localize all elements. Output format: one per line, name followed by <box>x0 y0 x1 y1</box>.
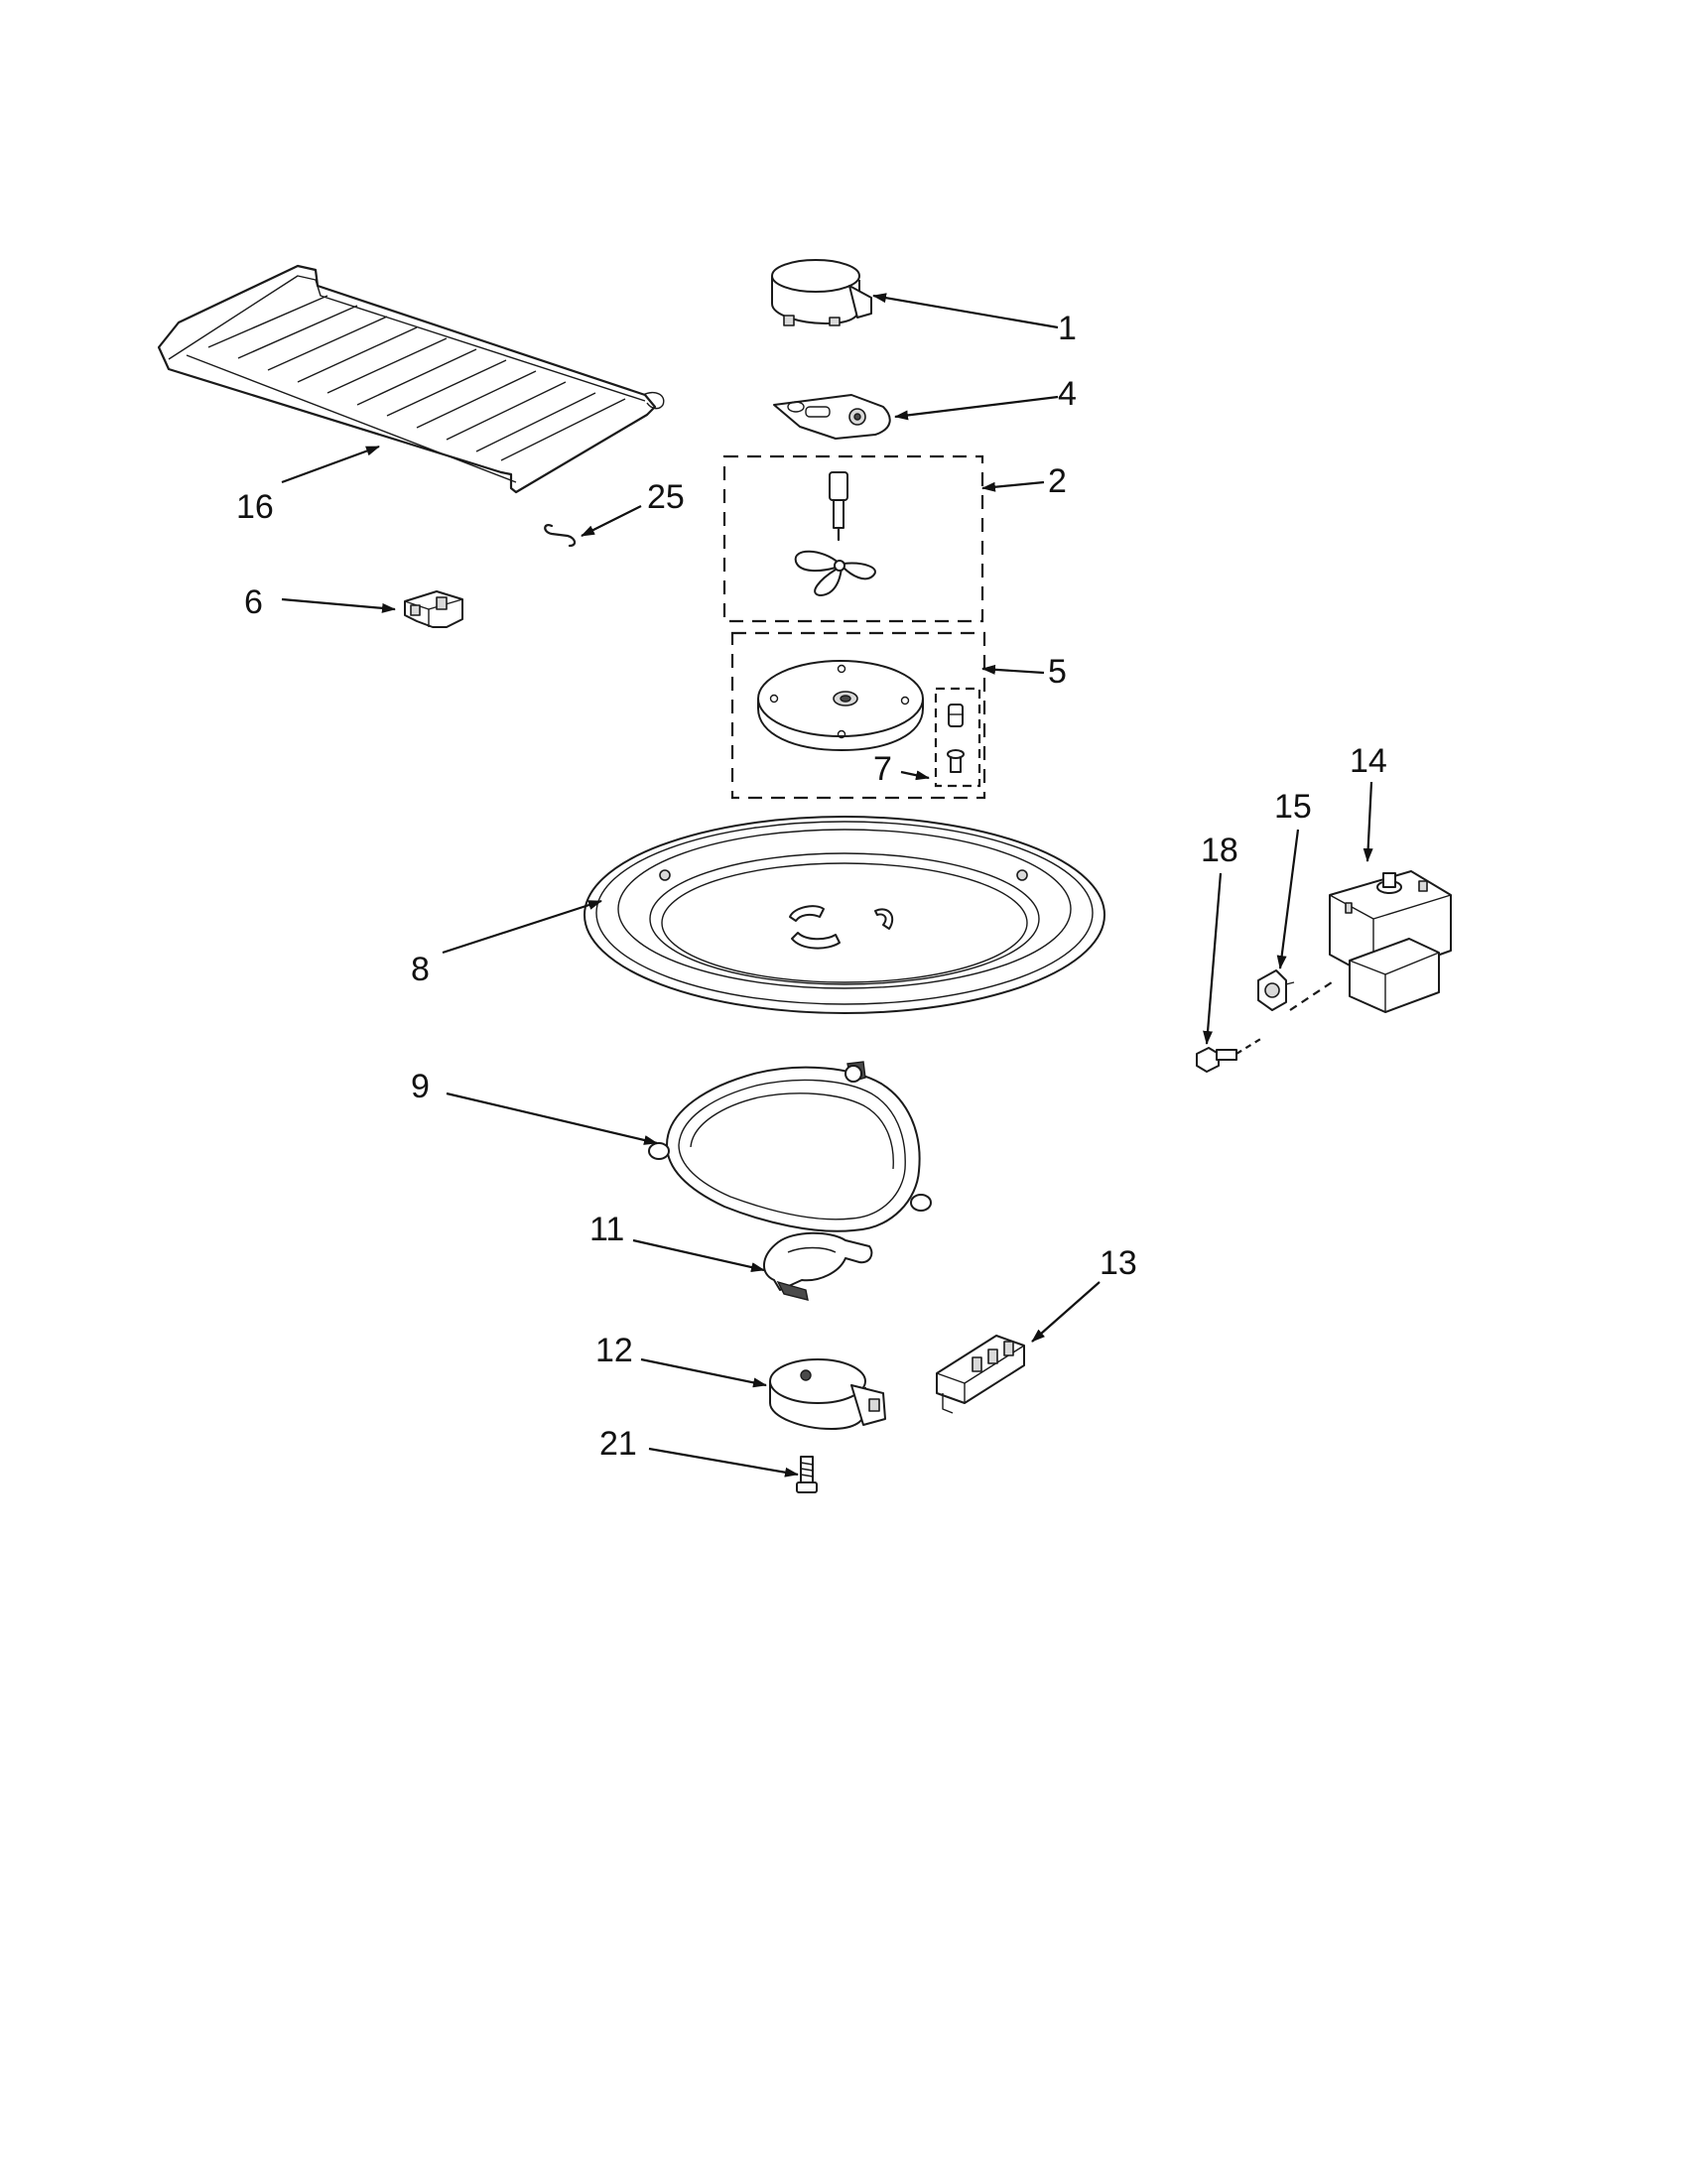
magnetron-part <box>1329 870 1452 1013</box>
callout-2: 2 <box>1048 462 1067 500</box>
callout-18: 18 <box>1201 832 1238 869</box>
callout-9: 9 <box>411 1068 430 1105</box>
small-screw-part <box>1196 1037 1263 1073</box>
roller-detail-box <box>934 687 981 788</box>
terminal-block-part <box>936 1335 1025 1414</box>
turntable-motor-part <box>769 1358 886 1430</box>
callout-25: 25 <box>647 478 685 516</box>
callout-15: 15 <box>1274 788 1312 826</box>
leader-arrows <box>281 293 1373 1477</box>
callout-5: 5 <box>1048 653 1067 691</box>
callout-1: 1 <box>1058 310 1077 347</box>
callout-11: 11 <box>589 1211 624 1248</box>
callout-6: 6 <box>244 583 263 621</box>
screw-part <box>796 1456 818 1493</box>
thermal-cutout-part <box>1257 969 1333 1011</box>
mounting-plate-part <box>773 394 891 440</box>
callout-13: 13 <box>1100 1244 1137 1282</box>
callout-7: 7 <box>873 750 892 788</box>
oven-rack-part <box>157 264 665 494</box>
callout-8: 8 <box>411 951 430 988</box>
callout-21: 21 <box>599 1425 637 1463</box>
glass-tray-part <box>584 816 1105 1014</box>
coupler-part <box>763 1231 873 1301</box>
turntable-support-disc-part <box>757 660 924 751</box>
stirrer-assembly-box <box>722 454 984 623</box>
stirrer-shaft-part <box>829 471 848 542</box>
stirrer-motor-part <box>771 259 872 326</box>
callout-16: 16 <box>236 488 274 526</box>
callout-14: 14 <box>1350 742 1387 780</box>
callout-4: 4 <box>1058 375 1077 413</box>
hook-part <box>544 524 577 548</box>
callout-12: 12 <box>595 1332 633 1369</box>
turntable-support-box <box>730 631 986 800</box>
roller-part <box>947 704 965 773</box>
stirrer-fan-part <box>794 550 876 596</box>
clip-part <box>404 590 463 628</box>
roller-ring-part <box>648 1061 932 1232</box>
